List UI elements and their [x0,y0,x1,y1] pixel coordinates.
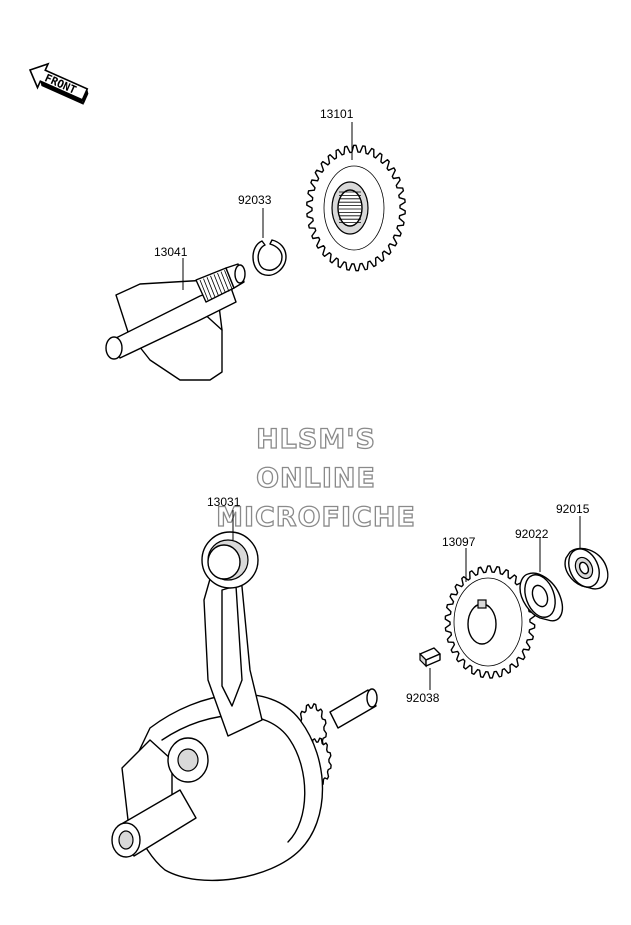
part-ref-13041: 13041 [154,245,188,259]
gear-13097 [444,565,536,679]
watermark: HLSM'S ONLINE MICROFICHE [215,423,416,533]
part-ref-13101: 13101 [320,107,354,121]
circlip-92033 [252,239,287,276]
front-arrow-icon: FRONT [28,62,89,105]
part-ref-92022: 92022 [515,527,549,541]
gear-13101 [306,144,406,272]
crankshaft-13031 [111,531,378,882]
part-ref-92015: 92015 [556,502,590,516]
part-ref-13097: 13097 [442,535,476,549]
key-92038 [419,647,441,668]
part-ref-92038: 92038 [406,691,440,705]
watermark-line-1: HLSM'S [256,424,376,455]
part-ref-92033: 92033 [238,193,272,207]
nut-92015 [564,547,609,590]
watermark-line-3: MICROFICHE [216,502,416,533]
part-ref-13031: 13031 [207,495,241,509]
washer-92022 [519,572,564,622]
balancer-shaft-13041 [105,263,246,381]
watermark-line-2: ONLINE [256,463,376,494]
